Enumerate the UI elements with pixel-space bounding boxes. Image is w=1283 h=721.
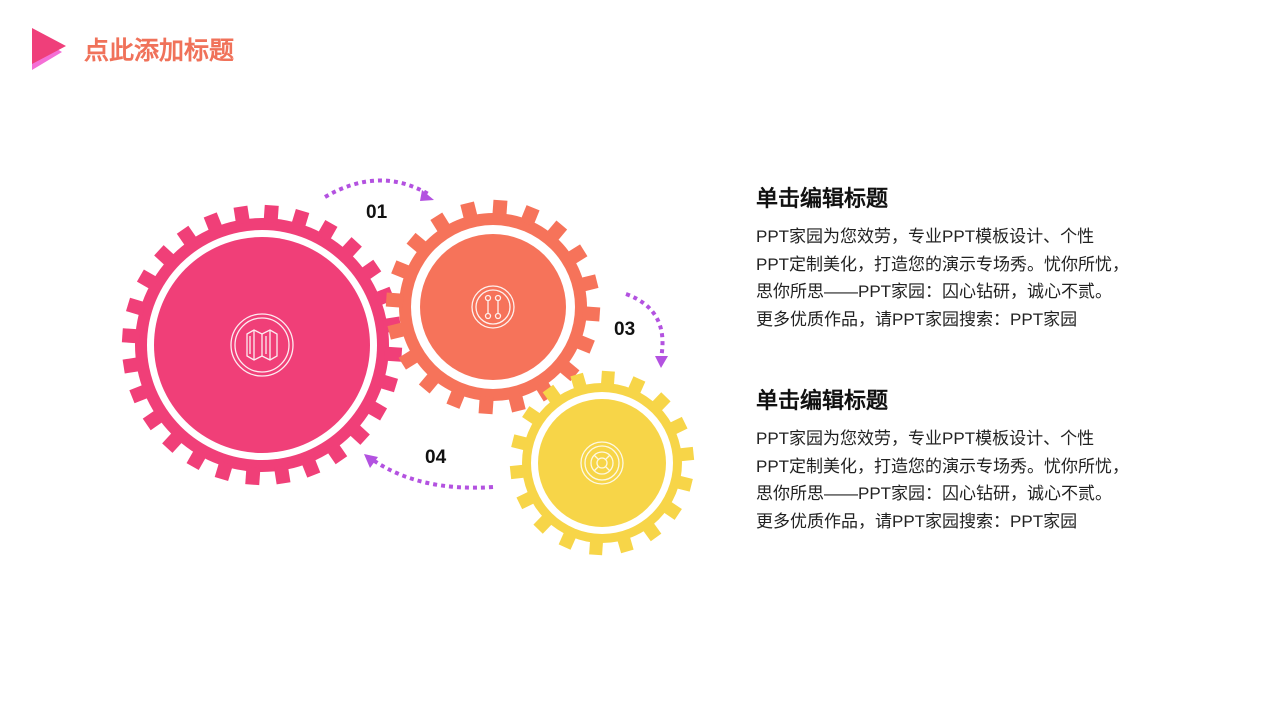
arrow-03 — [625, 292, 665, 359]
page-title[interactable]: 点此添加标题 — [84, 37, 235, 65]
gear-1[interactable] — [121, 204, 403, 486]
step-label-04: 04 — [425, 447, 447, 468]
arrow-01 — [323, 178, 432, 199]
link-icon — [471, 285, 515, 329]
body-line: PPT家园为您效劳，专业PPT模板设计、个性 — [756, 227, 1095, 246]
body-line: 更多优质作品，请PPT家园搜索：PPT家园 — [756, 511, 1078, 531]
map-icon — [230, 313, 294, 377]
body-line: PPT家园为您效劳，专业PPT模板设计、个性 — [756, 429, 1095, 448]
arrowhead-03 — [655, 356, 668, 368]
gear-2[interactable] — [385, 199, 601, 415]
slide-header: 点此添加标题 — [30, 26, 234, 72]
body-line: PPT定制美化，打造您的演示专场秀。忧你所忧， — [756, 254, 1130, 274]
arrowhead-04 — [364, 454, 378, 468]
arrow-04 — [371, 458, 494, 490]
body-line: 更多优质作品，请PPT家园搜索：PPT家园 — [756, 309, 1078, 329]
text-block-1: 单击编辑标题 PPT家园为您效劳，专业PPT模板设计、个性 PPT定制美化，打造… — [756, 185, 1176, 333]
body-line: 思你所思——PPT家园：囚心钻研，诚心不贰。 — [756, 484, 1113, 503]
play-triangle-icon — [32, 28, 66, 70]
body-line: PPT定制美化，打造您的演示专场秀。忧你所忧， — [756, 456, 1130, 476]
gear-3[interactable] — [509, 370, 695, 556]
block-title[interactable]: 单击编辑标题 — [756, 186, 889, 211]
step-label-03: 03 — [614, 319, 636, 340]
block-title[interactable]: 单击编辑标题 — [756, 388, 889, 413]
text-block-2: 单击编辑标题 PPT家园为您效劳，专业PPT模板设计、个性 PPT定制美化，打造… — [756, 387, 1176, 535]
block-body[interactable]: PPT家园为您效劳，专业PPT模板设计、个性 PPT定制美化，打造您的演示专场秀… — [756, 223, 1176, 333]
arrowhead-01 — [420, 190, 434, 201]
step-label-01: 01 — [366, 202, 388, 223]
lifebuoy-icon — [580, 441, 624, 485]
block-body[interactable]: PPT家园为您效劳，专业PPT模板设计、个性 PPT定制美化，打造您的演示专场秀… — [756, 425, 1176, 535]
body-line: 思你所思——PPT家园：囚心钻研，诚心不贰。 — [756, 282, 1113, 301]
